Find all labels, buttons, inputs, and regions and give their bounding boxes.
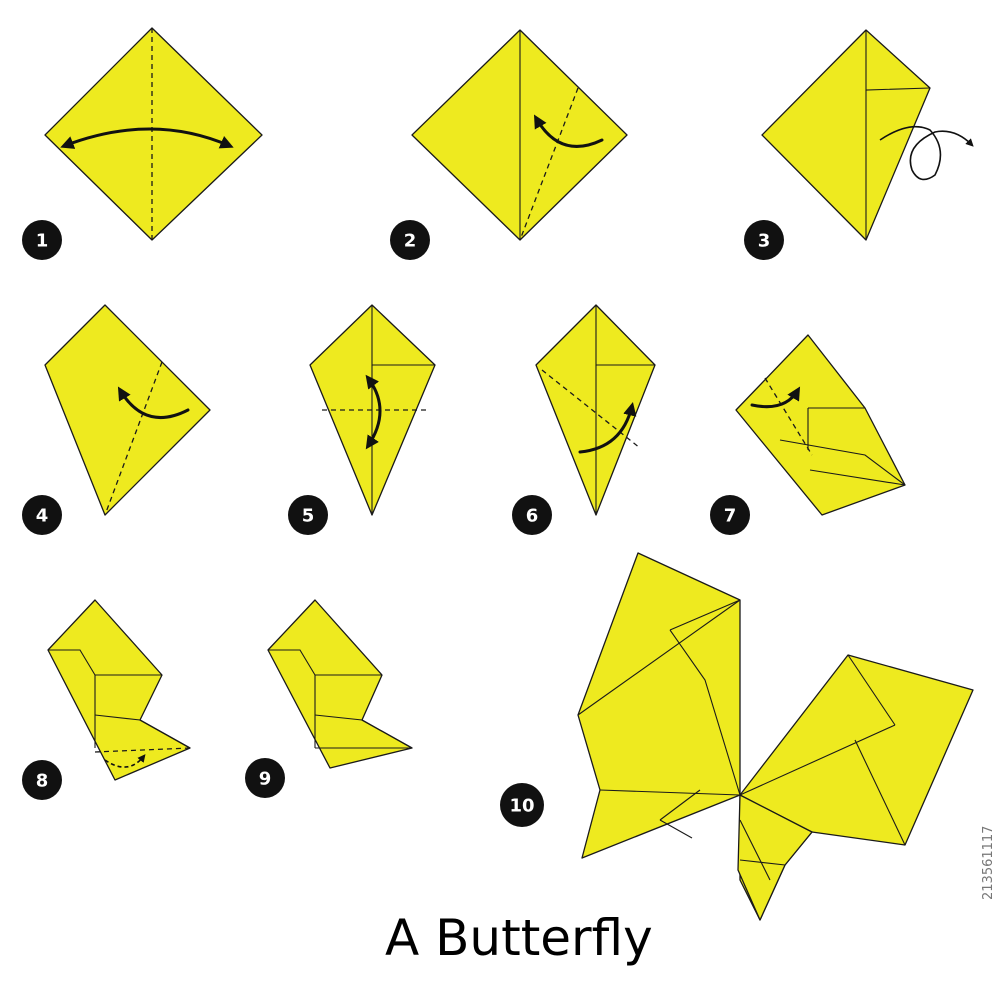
step-9-folded-paper [267, 599, 413, 769]
step-4-number-badge: 4 [22, 495, 62, 535]
step-5-fold-unfold-arrow [365, 374, 382, 450]
step-1-number: 1 [36, 231, 49, 252]
step-4-diagram [44, 304, 211, 516]
step-7-folded-paper [735, 334, 906, 516]
step-1-diagram [44, 27, 263, 241]
step-6-fold-arrow [578, 402, 637, 454]
step-3-number: 3 [758, 231, 771, 252]
step-7-tail-edge [809, 469, 906, 486]
step-5-number-badge: 5 [288, 495, 328, 535]
step-3-folded-paper [761, 29, 931, 241]
step-7-fold-arrow [750, 386, 801, 409]
step-3-diagram [761, 29, 974, 241]
step-9-diagram [267, 599, 413, 769]
step-7-diagram [735, 334, 906, 516]
step-8-upper-crease [48, 649, 162, 676]
step-2-fold-arrow [533, 114, 604, 148]
step-8-diagram [47, 599, 191, 781]
butterfly-crease-7 [739, 724, 896, 796]
butterfly-crease-4 [599, 789, 741, 796]
step-8-fold-arrow [104, 754, 146, 768]
step-2-number-badge: 2 [390, 220, 430, 260]
butterfly-crease-2 [669, 629, 741, 796]
step-10-butterfly [577, 552, 974, 921]
step-10-number-badge: 10 [500, 783, 544, 827]
step-8-number-badge: 8 [22, 760, 62, 800]
diagram-title: A Butterfly [385, 909, 653, 967]
butterfly-crease-9 [854, 739, 906, 846]
step-9-number: 9 [259, 769, 272, 790]
step-1-number-badge: 1 [22, 220, 62, 260]
butterfly-crease-8 [847, 654, 896, 726]
step-10-number: 10 [509, 796, 534, 817]
butterfly-crease-10 [739, 794, 813, 833]
butterfly-crease-12 [739, 819, 771, 881]
step-2-diagram [411, 29, 628, 241]
step-3-number-badge: 3 [744, 220, 784, 260]
step-7-number: 7 [724, 506, 737, 527]
step-8-fold-line [94, 747, 191, 753]
butterfly-crease-6 [659, 819, 693, 839]
step-6-fold-line [541, 369, 641, 449]
step-6-diagram [535, 304, 656, 516]
step-2-number: 2 [404, 231, 417, 252]
step-1-fold-unfold-arrow [60, 127, 234, 149]
butterfly-upper-left-wing [577, 552, 741, 859]
step-7-tail-crease [779, 439, 906, 486]
butterfly-crease-3 [669, 599, 741, 631]
step-8-number: 8 [36, 771, 49, 792]
step-9-tail-crease [314, 714, 413, 749]
step-4-fold-line [104, 361, 163, 516]
step-4-fold-arrow [117, 386, 190, 419]
butterfly-crease-1 [577, 599, 741, 716]
step-6-number-badge: 6 [512, 495, 552, 535]
step-8-folded-paper [47, 599, 191, 781]
step-1-square-paper [44, 27, 263, 241]
step-3-turn-over-arrow [879, 125, 974, 181]
step-7-fold-line [764, 377, 813, 456]
step-5-diagram [309, 304, 436, 516]
butterfly-crease-5 [659, 789, 701, 821]
image-credit-id: 213561117 [981, 826, 996, 900]
step-9-number-badge: 9 [245, 758, 285, 798]
step-8-tail-crease [94, 714, 191, 749]
step-4-number: 4 [36, 506, 49, 527]
step-7-number-badge: 7 [710, 495, 750, 535]
step-2-fold-line [519, 87, 579, 241]
butterfly-crease-11 [739, 859, 786, 866]
step-5-number: 5 [302, 506, 315, 527]
step-9-upper-crease [268, 649, 382, 676]
step-6-number: 6 [526, 506, 539, 527]
